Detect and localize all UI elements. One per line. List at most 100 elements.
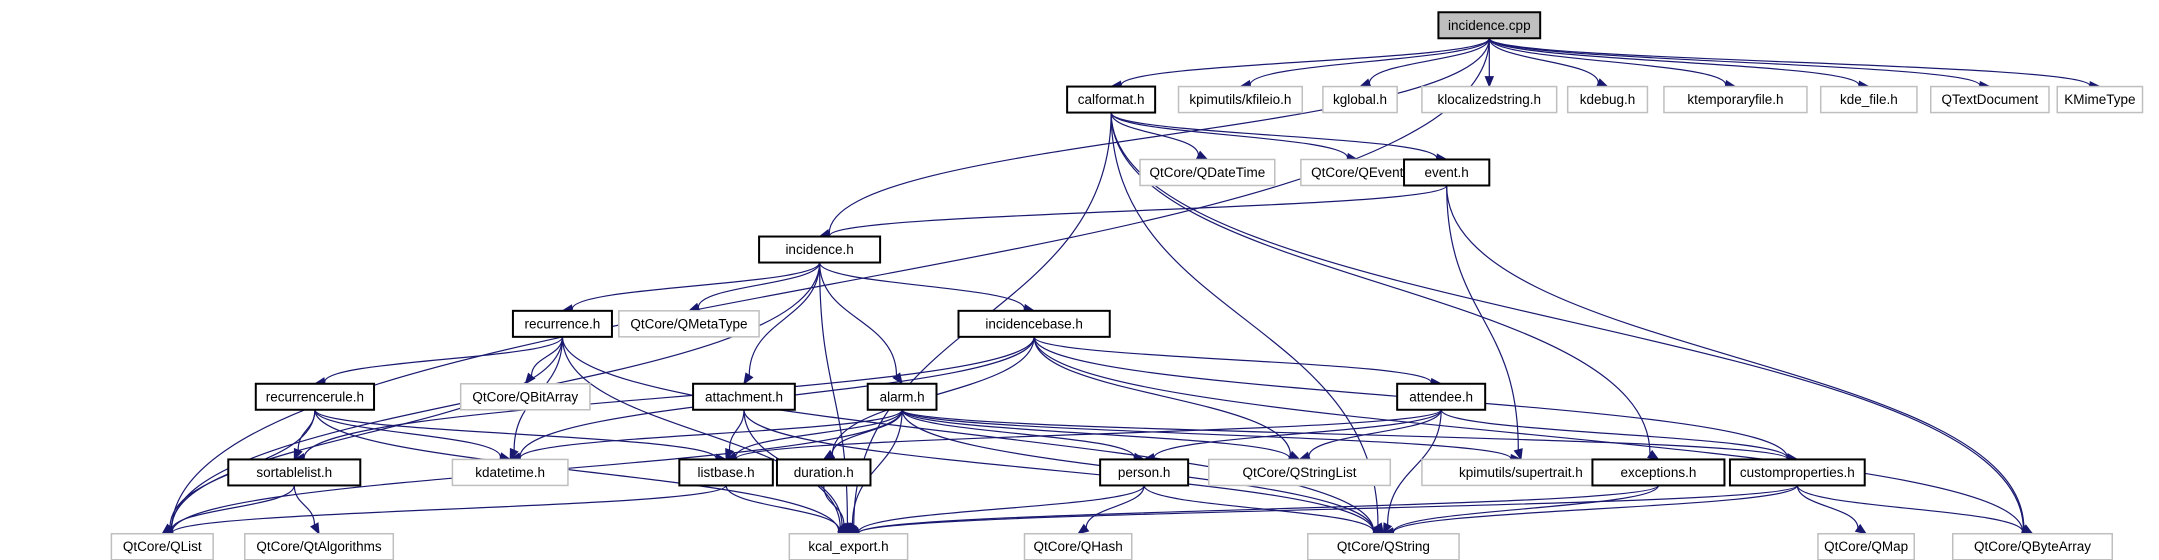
node-listbase-h[interactable]: listbase.h	[678, 458, 774, 487]
node-label: sortablelist.h	[256, 465, 332, 480]
node-box[interactable]	[1177, 85, 1304, 114]
node-box[interactable]	[227, 458, 362, 487]
node-qevent[interactable]: QtCore/QEvent	[1300, 158, 1415, 187]
node-event-h[interactable]: event.h	[1403, 158, 1491, 187]
edge-incidence-cpp-to-ktemporaryfile-h	[1488, 38, 1727, 85]
node-attachment-h[interactable]: attachment.h	[692, 382, 796, 411]
node-box[interactable]	[1322, 85, 1398, 114]
node-qbitarray[interactable]: QtCore/QBitArray	[459, 383, 591, 411]
node-person-h[interactable]: person.h	[1099, 458, 1190, 487]
node-box[interactable]	[1403, 158, 1491, 187]
node-box[interactable]	[1066, 85, 1157, 114]
node-box[interactable]	[2056, 85, 2144, 114]
edge-alarm-h-to-person-h	[901, 409, 1135, 458]
edge-incidence-h-to-attachment-h	[748, 262, 821, 376]
node-qbytearray[interactable]: QtCore/QByteArray	[1951, 532, 2113, 560]
node-box[interactable]	[692, 382, 796, 411]
node-box[interactable]	[1208, 458, 1392, 487]
node-box[interactable]	[758, 235, 882, 264]
node-supertrait-h[interactable]: kpimutils/supertrait.h	[1421, 458, 1621, 487]
node-box[interactable]	[957, 309, 1111, 338]
edge-calformat-h-to-qdatetime	[1110, 112, 1199, 156]
arrowhead-icon	[1854, 523, 1868, 535]
edge-listbase-h-to-kcal-export-h	[725, 485, 840, 531]
edge-attendee-h-to-qstring	[1387, 409, 1442, 525]
node-box[interactable]	[1139, 158, 1276, 187]
node-incidence-cpp[interactable]: incidence.cpp	[1437, 11, 1542, 40]
edge-customproperties-h-to-kcal-export-h	[857, 484, 1798, 534]
node-label: recurrence.h	[525, 316, 601, 331]
node-qstring[interactable]: QtCore/QString	[1307, 532, 1460, 560]
node-box[interactable]	[1951, 532, 2113, 560]
node-box[interactable]	[1300, 158, 1415, 187]
node-qmap[interactable]: QtCore/QMap	[1817, 532, 1915, 560]
edge-incidence-cpp-to-kmimetype	[1488, 37, 2091, 87]
node-label: event.h	[1425, 165, 1469, 180]
node-qlist[interactable]: QtCore/QList	[110, 532, 214, 560]
node-label: incidence.cpp	[1448, 18, 1531, 33]
node-recurrencerule-h[interactable]: recurrencerule.h	[254, 382, 376, 411]
edges-layer	[160, 37, 2102, 538]
arrowhead-icon	[1382, 522, 1393, 535]
edge-event-h-to-qbytearray	[1446, 185, 2025, 529]
node-duration-h[interactable]: duration.h	[775, 458, 872, 487]
edge-customproperties-h-to-qbytearray	[1796, 485, 2024, 532]
node-kde-file-h[interactable]: kde_file.h	[1819, 85, 1918, 114]
node-box[interactable]	[1663, 85, 1808, 114]
node-box[interactable]	[110, 532, 214, 560]
node-box[interactable]	[1591, 458, 1726, 487]
node-customproperties-h[interactable]: customproperties.h	[1728, 458, 1866, 487]
node-kfileio-h[interactable]: kpimutils/kfileio.h	[1177, 85, 1304, 114]
node-label: QtCore/QBitArray	[472, 389, 578, 404]
edge-incidencebase-h-to-qbytearray	[1033, 336, 2024, 532]
node-label: kcal_export.h	[808, 539, 888, 554]
arrowhead-icon	[310, 522, 320, 535]
node-box[interactable]	[788, 532, 909, 560]
node-kglobal-h[interactable]: kglobal.h	[1322, 85, 1398, 114]
node-box[interactable]	[866, 382, 938, 411]
node-box[interactable]	[1817, 532, 1915, 560]
node-label: customproperties.h	[1740, 465, 1855, 480]
node-box[interactable]	[1099, 458, 1190, 487]
node-alarm-h[interactable]: alarm.h	[866, 382, 938, 411]
node-qstringlist[interactable]: QtCore/QStringList	[1208, 458, 1392, 487]
edge-calformat-h-to-qbytearray	[1110, 112, 2024, 530]
edge-incidence-cpp-to-qlist	[171, 38, 1490, 531]
node-calformat-h[interactable]: calformat.h	[1066, 85, 1157, 114]
node-box[interactable]	[775, 458, 872, 487]
node-box[interactable]	[244, 532, 395, 560]
node-box[interactable]	[451, 458, 569, 487]
node-incidence-h[interactable]: incidence.h	[758, 235, 882, 264]
node-kcal-export-h[interactable]: kcal_export.h	[788, 532, 909, 560]
node-box[interactable]	[459, 383, 591, 411]
node-box[interactable]	[1421, 85, 1558, 114]
node-box[interactable]	[254, 382, 376, 411]
node-qtextdocument[interactable]: QTextDocument	[1929, 85, 2050, 114]
node-box[interactable]	[1396, 382, 1487, 411]
node-qmetatype[interactable]: QtCore/QMetaType	[618, 310, 760, 338]
node-kdebug-h[interactable]: kdebug.h	[1566, 85, 1649, 114]
node-box[interactable]	[511, 309, 613, 338]
node-exceptions-h[interactable]: exceptions.h	[1591, 458, 1726, 487]
edge-incidence-h-to-qmetatype	[697, 262, 821, 308]
node-box[interactable]	[618, 310, 760, 338]
node-kdatetime-h[interactable]: kdatetime.h	[451, 458, 569, 487]
node-box[interactable]	[678, 458, 774, 487]
node-box[interactable]	[1819, 85, 1918, 114]
node-box[interactable]	[1437, 11, 1542, 40]
node-incidencebase-h[interactable]: incidencebase.h	[957, 309, 1111, 338]
node-ktemporaryfile-h[interactable]: ktemporaryfile.h	[1663, 85, 1808, 114]
node-sortablelist-h[interactable]: sortablelist.h	[227, 458, 362, 487]
edge-person-h-to-kcal-export-h	[857, 485, 1145, 533]
node-box[interactable]	[1929, 85, 2050, 114]
node-kmimetype[interactable]: KMimeType	[2056, 85, 2144, 114]
node-box[interactable]	[1566, 85, 1649, 114]
node-klocalizedstring-h[interactable]: klocalizedstring.h	[1421, 85, 1558, 114]
node-attendee-h[interactable]: attendee.h	[1396, 382, 1487, 411]
node-qtalgorithms[interactable]: QtCore/QtAlgorithms	[244, 532, 395, 560]
node-qdatetime[interactable]: QtCore/QDateTime	[1139, 158, 1276, 187]
node-qhash[interactable]: QtCore/QHash	[1023, 532, 1133, 560]
node-recurrence-h[interactable]: recurrence.h	[511, 309, 613, 338]
node-box[interactable]	[1728, 458, 1866, 487]
